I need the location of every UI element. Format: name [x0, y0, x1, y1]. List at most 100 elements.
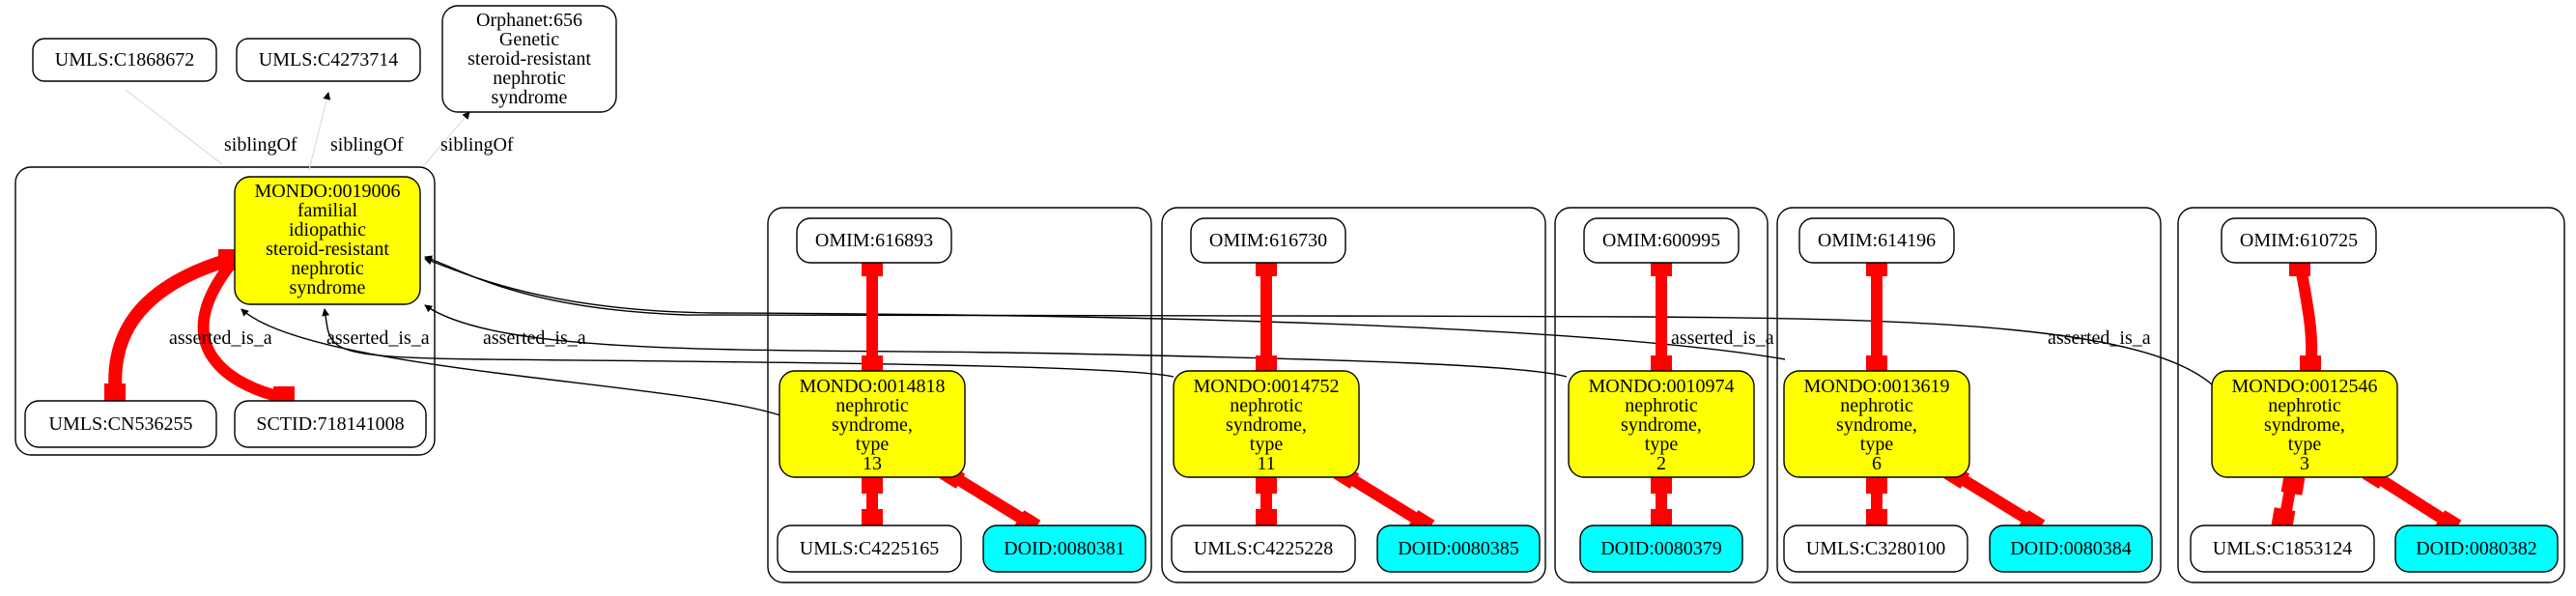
node-umls-c4273714[interactable]: UMLS:C4273714	[236, 38, 421, 82]
node-omim-614196[interactable]: OMIM:614196	[1798, 217, 1955, 264]
node-orphanet-656[interactable]: Orphanet:656 Genetic steroid-resistant n…	[441, 5, 617, 113]
node-mondo-0010974[interactable]: MONDO:0010974 nephrotic syndrome, type 2	[1568, 370, 1755, 478]
node-umls-c1868672[interactable]: UMLS:C1868672	[32, 38, 217, 82]
strong-edge-end	[1651, 509, 1672, 526]
strong-edge-end	[1256, 509, 1277, 526]
sibling-edges	[125, 89, 470, 171]
node-label: OMIM:614196	[1818, 230, 1936, 251]
node-mondo-0014752[interactable]: MONDO:0014752 nephrotic syndrome, type 1…	[1173, 370, 1360, 478]
strong-edge-end	[104, 383, 126, 405]
node-label: familial	[297, 200, 358, 221]
cluster-type-11	[1161, 207, 1546, 583]
strong-edge-end	[862, 476, 883, 494]
node-umls-c3280100[interactable]: UMLS:C3280100	[1783, 525, 1968, 573]
node-label: MONDO:0019006	[254, 181, 400, 202]
node-label: nephrotic	[2268, 395, 2341, 416]
node-omim-616893[interactable]: OMIM:616893	[796, 217, 952, 264]
node-label: syndrome	[290, 277, 366, 298]
node-mondo-0014818[interactable]: MONDO:0014818 nephrotic syndrome, type 1…	[778, 370, 966, 478]
node-label: steroid-resistant	[266, 239, 389, 260]
node-label: type	[1250, 434, 1284, 455]
strong-edge-cn536255	[108, 252, 234, 397]
node-doid-0080382[interactable]: DOID:0080382	[2394, 525, 2559, 573]
isa-edge-11	[322, 308, 1175, 378]
cluster-type-13	[767, 207, 1152, 583]
node-label: syndrome,	[1226, 414, 1307, 436]
node-label: syndrome,	[2264, 414, 2345, 436]
node-doid-0080384[interactable]: DOID:0080384	[1989, 525, 2153, 573]
node-label: MONDO:0014752	[1193, 376, 1339, 397]
node-omim-600995[interactable]: OMIM:600995	[1583, 217, 1740, 264]
node-label: 13	[863, 453, 882, 474]
node-label: UMLS:C1853124	[2213, 538, 2352, 559]
strong-edge-doid-0080381	[948, 469, 1035, 530]
node-sctid-718141008[interactable]: SCTID:718141008	[234, 400, 427, 448]
strong-edge-end	[2271, 507, 2296, 528]
node-label: UMLS:C4225165	[800, 538, 939, 559]
node-label: syndrome,	[1621, 414, 1702, 436]
edge-label-sibling: siblingOf	[330, 134, 404, 156]
strong-edge-end	[862, 355, 883, 373]
sibling-edge-3	[424, 111, 470, 165]
node-doid-0080381[interactable]: DOID:0080381	[982, 525, 1146, 573]
strong-edge-end	[1866, 355, 1887, 373]
node-label: DOID:0080379	[1600, 538, 1722, 559]
strong-edge-end	[1866, 476, 1887, 494]
node-label: steroid-resistant	[467, 48, 591, 70]
sibling-edge-1	[125, 89, 223, 165]
node-label: OMIM:616730	[1209, 230, 1327, 251]
node-label: nephrotic	[1230, 395, 1303, 416]
node-label: Orphanet:656	[476, 10, 582, 31]
node-label: 11	[1257, 453, 1275, 474]
node-label: OMIM:600995	[1602, 230, 1720, 251]
clusters	[14, 166, 2565, 583]
edge-label-isa: asserted_is_a	[483, 327, 586, 349]
node-label: 2	[1656, 453, 1666, 474]
node-label: OMIM:616893	[815, 230, 933, 251]
strong-edge-end	[2280, 474, 2306, 496]
node-label: DOID:0080381	[1004, 538, 1125, 559]
strong-edge-sctid	[197, 259, 287, 404]
isa-edge-13	[241, 308, 781, 416]
node-label: MONDO:0010974	[1588, 376, 1734, 397]
node-omim-616730[interactable]: OMIM:616730	[1190, 217, 1346, 264]
node-label: nephrotic	[493, 68, 566, 89]
node-label: UMLS:C1868672	[55, 49, 194, 71]
node-label: MONDO:0014818	[799, 376, 945, 397]
node-doid-0080379[interactable]: DOID:0080379	[1579, 525, 1743, 573]
node-label: DOID:0080385	[1398, 538, 1519, 559]
node-omim-610725[interactable]: OMIM:610725	[2221, 217, 2377, 264]
cluster-type-3	[2177, 207, 2565, 583]
node-label: MONDO:0013619	[1803, 376, 1949, 397]
node-label: 3	[2300, 453, 2309, 474]
node-mondo-0019006[interactable]: MONDO:0019006 familial idiopathic steroi…	[234, 176, 421, 305]
node-label: nephrotic	[835, 395, 909, 416]
sibling-edge-2	[308, 92, 331, 171]
node-umls-c4225165[interactable]: UMLS:C4225165	[777, 525, 962, 573]
node-umls-c1853124[interactable]: UMLS:C1853124	[2190, 525, 2375, 573]
node-label: DOID:0080382	[2416, 538, 2537, 559]
node-label: nephrotic	[291, 258, 364, 279]
node-doid-0080385[interactable]: DOID:0080385	[1376, 525, 1541, 573]
cluster-type-6	[1776, 207, 2162, 583]
edge-label-sibling: siblingOf	[224, 134, 297, 156]
node-label: UMLS:C4273714	[259, 49, 398, 71]
node-label: Genetic	[499, 29, 559, 50]
strong-edge-end	[1651, 355, 1672, 373]
node-label: type	[856, 434, 890, 455]
node-umls-cn536255[interactable]: UMLS:CN536255	[24, 400, 217, 448]
node-mondo-0012546[interactable]: MONDO:0012546 nephrotic syndrome, type 3	[2211, 370, 2398, 478]
node-umls-c4225228[interactable]: UMLS:C4225228	[1171, 525, 1356, 573]
node-label: nephrotic	[1840, 395, 1913, 416]
strong-edge-doid-0080384	[1952, 469, 2040, 530]
edge-label-isa: asserted_is_a	[326, 327, 430, 349]
cluster-type-2	[1554, 207, 1769, 583]
node-label: UMLS:CN536255	[49, 413, 193, 435]
strong-edge-end	[2300, 355, 2321, 373]
node-label: SCTID:718141008	[256, 413, 404, 435]
edge-labels: siblingOf siblingOf siblingOf asserted_i…	[169, 134, 2151, 349]
node-label: OMIM:610725	[2240, 230, 2358, 251]
strong-edge-doid-0080385	[1342, 469, 1430, 530]
node-mondo-0013619[interactable]: MONDO:0013619 nephrotic syndrome, type 6	[1783, 370, 1970, 478]
